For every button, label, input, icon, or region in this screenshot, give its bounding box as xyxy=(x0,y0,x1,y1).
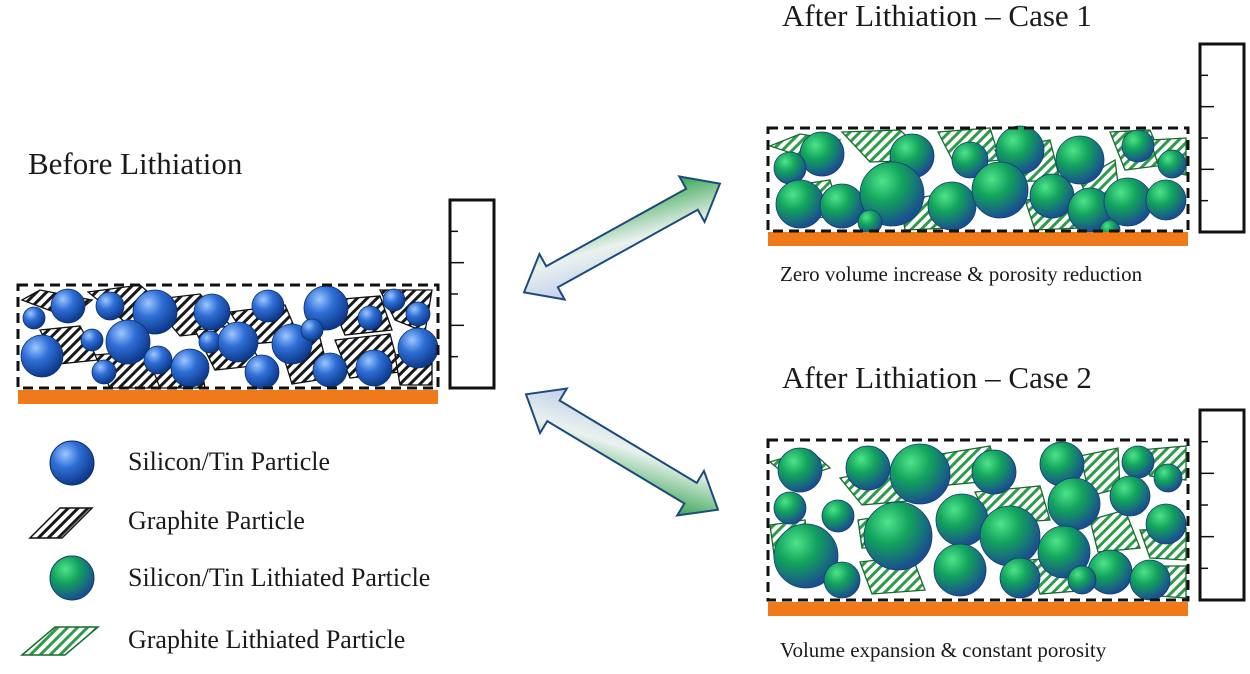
silicon-tin-lithiated-particle xyxy=(1103,177,1153,227)
case1-ruler xyxy=(1198,42,1246,234)
silicon-tin-particle xyxy=(244,354,280,390)
silicon-tin-lithiated-particle xyxy=(1055,135,1105,185)
silicon-tin-lithiated-particle xyxy=(799,131,845,177)
graphite-lithiated-particle xyxy=(1089,509,1141,553)
silicon-tin-lithiated-particle xyxy=(863,501,933,571)
before-current-collector xyxy=(18,390,438,404)
silicon-tin-particle xyxy=(22,306,46,330)
silicon-tin-lithiated-particle xyxy=(821,499,855,533)
silicon-tin-lithiated-particle xyxy=(889,443,951,505)
before-lithiation-panel xyxy=(20,284,439,390)
silicon-tin-particle xyxy=(312,352,348,388)
case2-current-collector xyxy=(768,602,1188,616)
green-sphere-icon xyxy=(49,555,95,601)
silicon-tin-lithiated-particle xyxy=(773,151,807,185)
silicon-tin-lithiated-particle xyxy=(927,181,977,231)
silicon-tin-lithiated-particle xyxy=(773,491,807,525)
legend-label-silicon: Silicon/Tin Particle xyxy=(128,447,330,476)
silicon-tin-particle xyxy=(80,328,104,352)
silicon-tin-particle xyxy=(300,318,324,342)
silicon-tin-lithiated-particle xyxy=(979,505,1041,567)
legend-label-graphite: Graphite Particle xyxy=(128,506,305,535)
silicon-tin-lithiated-particle xyxy=(845,445,891,491)
silicon-tin-particle xyxy=(20,334,64,378)
silicon-tin-lithiated-particle xyxy=(999,557,1041,599)
black-hatched-parallelogram-icon xyxy=(28,507,94,539)
silicon-tin-particle xyxy=(143,345,173,375)
case1-title: After Lithiation – Case 1 xyxy=(782,0,1092,33)
silicon-tin-lithiated-particle xyxy=(1029,173,1075,219)
silicon-tin-lithiated-particle xyxy=(1153,463,1183,493)
silicon-tin-particle xyxy=(50,288,86,324)
case2-ruler xyxy=(1198,408,1246,602)
case1-caption: Zero volume increase & porosity reductio… xyxy=(780,262,1143,286)
silicon-tin-lithiated-particle xyxy=(951,141,989,179)
silicon-tin-lithiated-particle xyxy=(1109,475,1151,517)
silicon-tin-particle xyxy=(132,289,178,335)
case2-boundary-box xyxy=(766,438,1190,602)
silicon-tin-lithiated-particle xyxy=(1047,477,1101,531)
silicon-tin-particle xyxy=(105,319,151,365)
blue-sphere-icon xyxy=(49,440,95,486)
silicon-tin-particle xyxy=(91,359,117,385)
arrow-before-to-case2 xyxy=(524,387,720,517)
silicon-tin-lithiated-particle xyxy=(1129,559,1171,601)
silicon-tin-particle xyxy=(382,288,406,312)
silicon-tin-particle xyxy=(251,289,285,323)
silicon-tin-particle xyxy=(170,348,210,388)
silicon-tin-particle xyxy=(397,327,439,369)
silicon-tin-particle xyxy=(405,301,431,327)
arrow-before-to-case1 xyxy=(522,175,722,301)
silicon-tin-particle xyxy=(193,293,231,331)
green-hatched-parallelogram-icon xyxy=(19,626,101,656)
silicon-tin-lithiated-particle xyxy=(1157,149,1187,179)
before-ruler xyxy=(448,198,496,390)
silicon-tin-lithiated-particle xyxy=(1067,565,1097,595)
silicon-tin-lithiated-particle xyxy=(971,161,1029,219)
silicon-tin-lithiated-particle xyxy=(823,561,861,599)
silicon-tin-particle xyxy=(95,291,125,321)
silicon-tin-particle xyxy=(217,321,259,363)
silicon-tin-lithiated-particle xyxy=(859,161,925,227)
before-boundary-box xyxy=(16,283,440,390)
silicon-tin-lithiated-particle xyxy=(1087,549,1133,595)
silicon-tin-lithiated-particle xyxy=(775,179,825,229)
silicon-tin-lithiated-particle xyxy=(971,449,1017,495)
silicon-tin-lithiated-particle xyxy=(773,523,839,589)
case2-caption: Volume expansion & constant porosity xyxy=(780,638,1107,662)
silicon-tin-particle xyxy=(355,349,393,387)
silicon-tin-lithiated-particle xyxy=(1145,179,1187,221)
silicon-tin-lithiated-particle xyxy=(1121,445,1155,479)
silicon-tin-lithiated-particle xyxy=(819,183,865,229)
case2-panel xyxy=(768,441,1187,601)
silicon-tin-lithiated-particle xyxy=(1145,503,1187,545)
silicon-tin-particle xyxy=(357,305,383,331)
case1-panel xyxy=(768,125,1187,241)
before-lithiation-title: Before Lithiation xyxy=(28,146,243,181)
case1-boundary-box xyxy=(766,126,1190,233)
legend-label-graphite-lithiated: Graphite Lithiated Particle xyxy=(128,625,406,654)
legend-label-silicon-lithiated: Silicon/Tin Lithiated Particle xyxy=(128,563,431,592)
silicon-tin-lithiated-particle xyxy=(1037,525,1091,579)
case1-current-collector xyxy=(768,232,1188,246)
silicon-tin-lithiated-particle xyxy=(1121,129,1155,163)
silicon-tin-lithiated-particle xyxy=(933,543,987,597)
case2-title: After Lithiation – Case 2 xyxy=(782,360,1092,395)
silicon-tin-lithiated-particle xyxy=(777,447,823,493)
